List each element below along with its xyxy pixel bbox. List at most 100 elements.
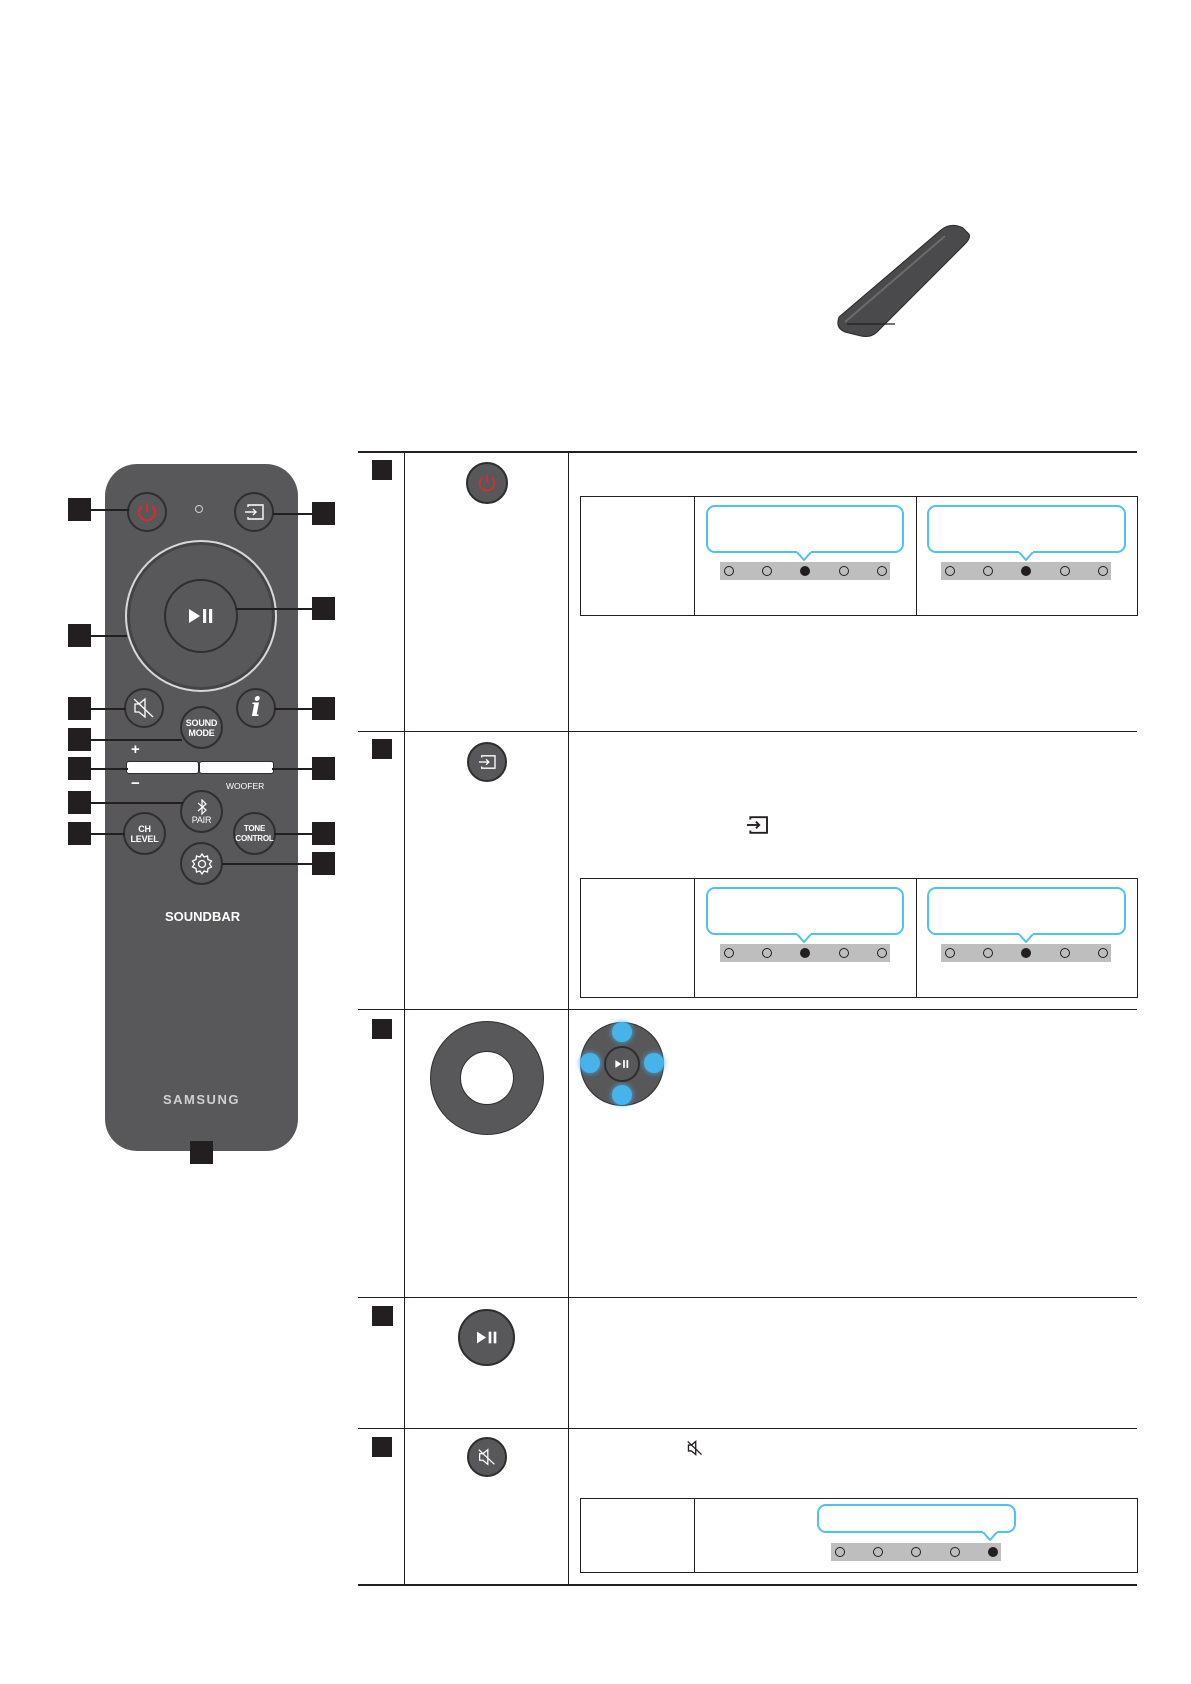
callout-line	[91, 833, 125, 835]
callout-line	[91, 509, 129, 511]
power-icon	[138, 503, 156, 522]
remote-side-view	[837, 224, 970, 337]
status-led	[195, 505, 203, 513]
dpad-glow-right	[644, 1053, 664, 1073]
callout-line	[273, 513, 312, 515]
callout-marker	[68, 822, 91, 845]
callout-marker	[312, 502, 335, 525]
woofer-label: WOOFER	[226, 781, 265, 791]
bubble-pointer	[1018, 551, 1034, 561]
plus-sign: +	[131, 741, 140, 758]
led-indicator	[1060, 566, 1070, 576]
led-indicator-strip	[720, 944, 890, 962]
ch-level-label: CH LEVEL	[130, 823, 159, 844]
play-pause-icon	[189, 609, 213, 623]
sound-mode-button[interactable]: SOUND MODE	[180, 706, 223, 749]
indicator-table-divider	[694, 1498, 695, 1573]
navigation-ring[interactable]	[125, 540, 277, 692]
indicator-table	[580, 878, 1138, 998]
pair-button[interactable]: PAIR	[180, 790, 223, 833]
mute-button-illustration	[467, 1437, 507, 1477]
led-indicator-strip	[831, 1543, 1001, 1561]
callout-marker	[190, 1141, 213, 1164]
mute-button[interactable]	[124, 688, 164, 728]
tone-control-button[interactable]: TONE CONTROL	[233, 812, 276, 855]
led-indicator	[1098, 566, 1108, 576]
indicator-table-divider	[694, 878, 695, 998]
callout-marker	[68, 498, 91, 521]
led-indicator	[877, 566, 887, 576]
led-indicator	[983, 566, 993, 576]
table-rule	[358, 451, 1137, 453]
settings-button[interactable]	[180, 842, 223, 885]
row-number-marker	[372, 739, 392, 759]
indicator-table-divider	[916, 496, 917, 616]
callout-line	[272, 768, 312, 770]
led-indicator	[835, 1547, 845, 1557]
callout-marker	[312, 822, 335, 845]
bluetooth-icon	[197, 798, 207, 815]
led-indicator-strip	[720, 562, 890, 580]
led-indicator	[839, 948, 849, 958]
play-pause-icon	[476, 1331, 496, 1344]
led-indicator	[724, 566, 734, 576]
row-number-marker	[372, 1306, 393, 1326]
led-indicator	[800, 566, 810, 576]
settings-icon	[191, 852, 212, 875]
volume-rocker[interactable]	[126, 761, 199, 774]
led-indicator	[1021, 948, 1031, 958]
source-icon	[747, 816, 768, 834]
play-pause-icon	[615, 1060, 629, 1068]
row-number-marker	[372, 1019, 392, 1039]
info-button[interactable]: i	[236, 688, 276, 728]
indicator-table-divider	[694, 496, 695, 616]
display-bubble	[706, 887, 904, 935]
mute-icon	[133, 697, 154, 719]
sound-mode-label: SOUND MODE	[185, 717, 218, 738]
led-indicator	[945, 566, 955, 576]
indicator-table-divider	[916, 878, 917, 998]
table-rule	[358, 1009, 1137, 1010]
row-number-marker	[372, 1437, 392, 1457]
led-indicator	[983, 948, 993, 958]
callout-marker	[312, 697, 335, 720]
play-pause-button-illustration	[458, 1309, 515, 1366]
callout-marker	[312, 852, 335, 875]
bubble-pointer	[982, 1531, 998, 1541]
led-indicator	[762, 948, 772, 958]
led-indicator-strip	[941, 944, 1111, 962]
callout-line	[274, 708, 312, 710]
tone-control-label: TONE CONTROL	[235, 823, 274, 843]
source-icon	[479, 755, 496, 769]
callout-marker	[68, 624, 91, 647]
power-button[interactable]	[127, 492, 167, 532]
source-button[interactable]	[234, 492, 274, 532]
minus-sign: −	[131, 775, 140, 792]
woofer-rocker[interactable]	[199, 761, 274, 774]
callout-marker	[68, 791, 91, 814]
ch-level-button[interactable]: CH LEVEL	[123, 812, 166, 855]
callout-line	[91, 802, 183, 804]
led-indicator	[988, 1547, 998, 1557]
led-indicator	[839, 566, 849, 576]
soundbar-label: SOUNDBAR	[165, 909, 241, 924]
bubble-pointer	[796, 551, 812, 561]
table-divider	[568, 451, 569, 1584]
led-indicator	[1098, 948, 1108, 958]
callout-line	[91, 739, 182, 741]
led-indicator	[877, 948, 887, 958]
display-bubble	[927, 505, 1126, 553]
row-number-marker	[372, 460, 392, 480]
play-pause-button[interactable]	[164, 579, 238, 653]
display-bubble	[817, 1504, 1016, 1533]
display-bubble	[706, 505, 904, 553]
power-icon	[478, 474, 496, 492]
callout-marker	[68, 728, 91, 751]
led-indicator	[762, 566, 772, 576]
dpad-glow-left	[580, 1053, 600, 1073]
power-button-illustration	[466, 462, 508, 504]
callout-line	[91, 768, 128, 770]
dpad-glow-up	[612, 1022, 632, 1042]
callout-line	[91, 635, 127, 637]
table-rule	[358, 1297, 1137, 1298]
